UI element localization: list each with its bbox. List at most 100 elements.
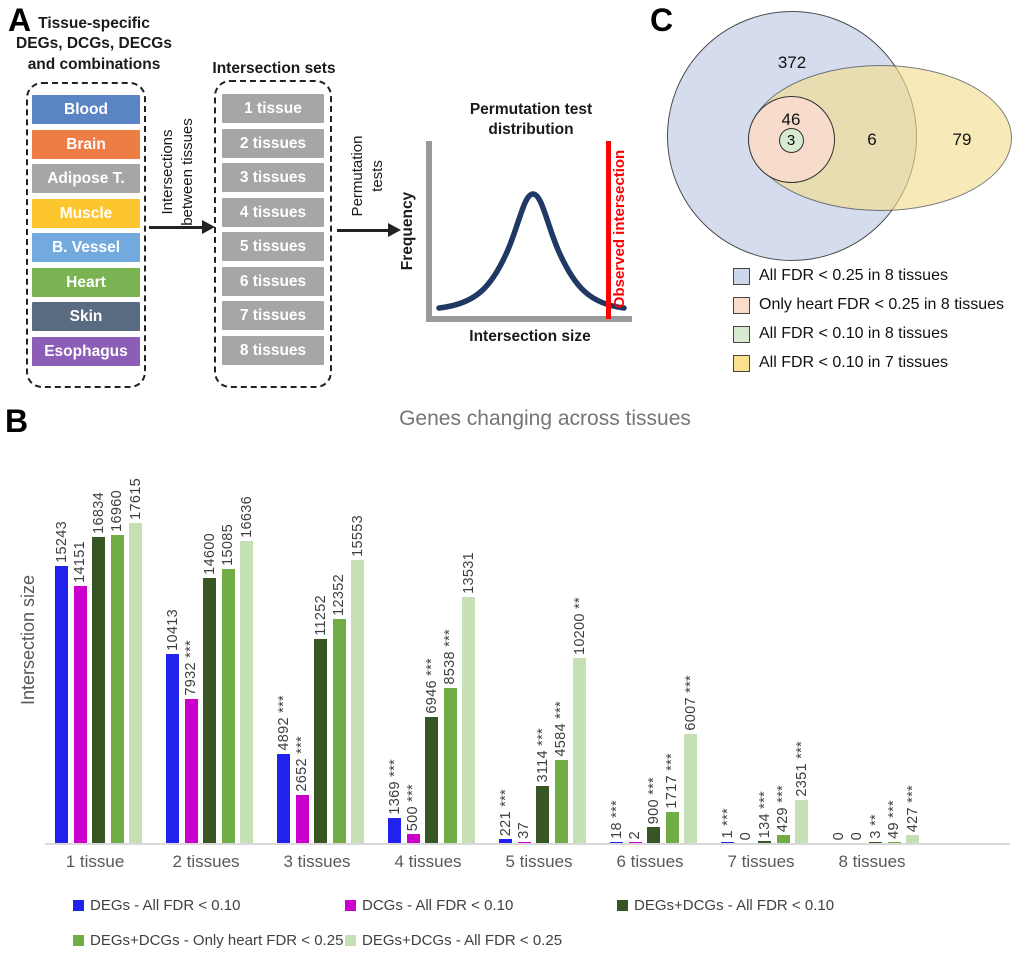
venn-legend-swatch-icon <box>733 296 750 314</box>
bar-value-label: 134 *** <box>756 790 773 838</box>
bar-value-label: 49 *** <box>886 800 902 839</box>
bar-column: 15243 <box>54 521 70 843</box>
venn-value-green-region: 3 <box>786 132 796 149</box>
set-box-3-tissues: 3 tissues <box>222 163 324 192</box>
tissue-box-skin: Skin <box>32 302 140 331</box>
bar-degs-dcgs-only-heart-fdr-0-25-4-tissues <box>443 688 457 843</box>
panel-c-letter: C <box>650 2 674 38</box>
bar-value-label: 15553 <box>349 515 366 557</box>
venn-legend-label: All FDR < 0.10 in 8 tissues <box>759 325 948 342</box>
bar-value-label: 2652 *** <box>294 736 310 792</box>
intersections-arrow <box>149 226 203 229</box>
bar-column: 500 *** <box>405 784 421 843</box>
bar-chart-baseline <box>45 843 1010 845</box>
bar-value-label: 429 *** <box>775 784 791 832</box>
venn-legend-label: Only heart FDR < 0.25 in 8 tissues <box>759 296 1004 313</box>
bar-degs-dcgs-all-fdr-0-10-4-tissues <box>425 717 439 843</box>
permutation-arrow-label: Permutation tests <box>349 135 386 217</box>
bar-column: 13531 <box>460 552 477 843</box>
panel-b-letter: B <box>5 403 29 439</box>
gaussian-curve <box>436 191 627 311</box>
bar-degs-dcgs-only-heart-fdr-0-25-8-tissues <box>887 842 901 843</box>
bar-value-label: 10200 ** <box>571 596 588 655</box>
bar-value-label: 3 ** <box>867 814 884 839</box>
bar-value-label: 8538 *** <box>442 629 458 685</box>
bar-group-4-tissues: 1369 ***500 ***6946 ***8538 ***13531 <box>387 552 477 843</box>
bar-degs-dcgs-all-fdr-0-10-1-tissue <box>92 537 106 843</box>
venn-legend-label: All FDR < 0.25 in 8 tissues <box>759 267 948 284</box>
bar-column: 7932 *** <box>183 640 199 843</box>
bar-degs-dcgs-all-fdr-0-25-3-tissues <box>351 560 365 843</box>
bar-column: 18 *** <box>609 800 625 843</box>
bar-dcgs-all-fdr-0-10-5-tissues <box>517 842 531 843</box>
bar-column: 221 *** <box>498 789 514 843</box>
venn-value-blue-only: 372 <box>777 53 807 72</box>
bar-degs-all-fdr-0-10-3-tissues <box>277 754 291 843</box>
permutation-arrow <box>337 229 389 232</box>
bar-column: 12352 <box>331 574 347 843</box>
bar-degs-all-fdr-0-10-2-tissues <box>166 654 180 843</box>
category-label-8-tissues: 8 tissues <box>838 852 906 871</box>
category-label-2-tissues: 2 tissues <box>172 852 240 871</box>
bar-column: 3 ** <box>867 814 884 843</box>
tissue-box-heart: Heart <box>32 267 140 297</box>
bar-value-label: 0 <box>849 831 865 840</box>
bar-degs-dcgs-all-fdr-0-10-7-tissues <box>758 841 772 843</box>
bar-legend-label: DEGs - All FDR < 0.10 <box>90 897 241 914</box>
bar-column: 10200 ** <box>571 596 588 843</box>
venn-value-overlap: 6 <box>867 130 877 149</box>
bar-value-label: 10413 <box>164 609 181 651</box>
bar-value-label: 900 *** <box>645 776 662 824</box>
category-label-6-tissues: 6 tissues <box>616 852 684 871</box>
set-box-7-tissues: 7 tissues <box>222 301 324 330</box>
tissue-box-esophagus: Esophagus <box>32 336 140 366</box>
tissue-box-b-vessel: B. Vessel <box>32 233 140 262</box>
bar-value-label: 1 *** <box>719 808 736 839</box>
bar-column: 16636 <box>238 496 255 843</box>
bar-value-label: 13531 <box>460 552 477 594</box>
bar-legend-swatch-icon <box>73 935 84 946</box>
bar-legend-label: DEGs+DCGs - All FDR < 0.10 <box>634 897 835 914</box>
venn-legend-swatch-icon <box>733 354 750 372</box>
bar-degs-dcgs-only-heart-fdr-0-25-7-tissues <box>776 835 790 843</box>
venn-legend-item-only-heart-fdr-0-25-in-8-tissues: Only heart FDR < 0.25 in 8 tissues <box>733 296 1004 314</box>
bar-degs-dcgs-all-fdr-0-25-8-tissues <box>906 835 920 843</box>
bar-value-label: 16834 <box>90 492 107 534</box>
observed-intersection-line <box>606 141 611 319</box>
bar-degs-all-fdr-0-10-5-tissues <box>499 839 513 843</box>
bar-value-label: 3114 *** <box>534 728 551 783</box>
tissue-box-muscle: Muscle <box>32 198 140 228</box>
bar-degs-dcgs-all-fdr-0-10-2-tissues <box>203 578 217 843</box>
bar-column: 4584 *** <box>553 701 569 843</box>
bar-degs-dcgs-all-fdr-0-10-5-tissues <box>536 786 550 843</box>
bar-column: 0 <box>738 832 754 843</box>
bar-degs-dcgs-all-fdr-0-25-2-tissues <box>240 541 254 843</box>
bar-legend-item-degs-dcgs-only-heart-fdr-0-25: DEGs+DCGs - Only heart FDR < 0.25 <box>73 932 345 949</box>
bar-value-label: 2351 *** <box>793 741 810 797</box>
venn-legend-label: All FDR < 0.10 in 7 tissues <box>759 354 948 371</box>
category-label-5-tissues: 5 tissues <box>505 852 573 871</box>
set-box-2-tissues: 2 tissues <box>222 128 324 158</box>
set-box-6-tissues: 6 tissues <box>222 266 324 296</box>
set-box-8-tissues: 8 tissues <box>222 335 324 365</box>
tissue-column-title: Tissue-specific DEGs, DCGs, DECGs and co… <box>16 15 172 73</box>
bar-column: 900 *** <box>645 776 662 843</box>
tissue-box-brain: Brain <box>32 129 140 159</box>
bar-degs-dcgs-all-fdr-0-25-1-tissue <box>129 523 143 843</box>
bar-value-label: 15085 <box>220 524 236 566</box>
venn-legend-item-all-fdr-0-10-in-8-tissues: All FDR < 0.10 in 8 tissues <box>733 325 1004 343</box>
venn-green-circle <box>779 128 804 153</box>
bar-column: 1 *** <box>719 808 736 843</box>
bar-column: 14600 <box>202 533 218 843</box>
bar-value-label: 17615 <box>127 478 144 520</box>
bar-value-label: 6946 *** <box>423 658 440 714</box>
venn-yellow-ellipse <box>749 65 1012 211</box>
bar-value-label: 16636 <box>238 496 255 538</box>
